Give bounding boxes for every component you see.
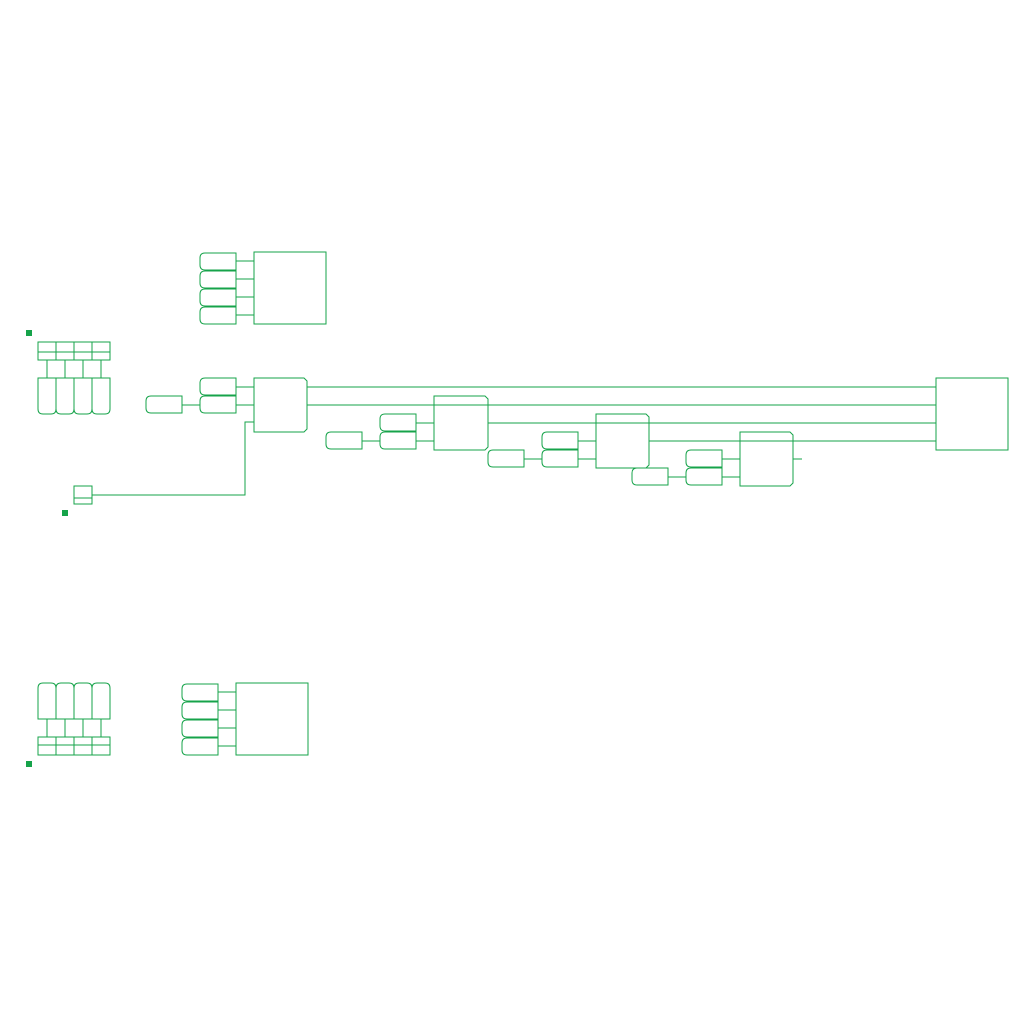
pin-tab (685, 467, 723, 486)
pin-tab (199, 306, 237, 325)
pin-tab (37, 377, 57, 415)
stage-4 (631, 431, 802, 487)
marker (26, 761, 32, 767)
stage-3 (487, 413, 650, 469)
input-tab (631, 467, 669, 486)
pin-tab (73, 682, 93, 720)
switch-body (73, 485, 93, 505)
input-tab (487, 449, 525, 468)
connector-top-left (26, 330, 111, 415)
pin-tab (55, 682, 75, 720)
pin-tab (37, 682, 57, 720)
block (433, 395, 489, 451)
pin-tab (91, 377, 111, 415)
connector-bottom-left (26, 682, 111, 767)
pin-tab (199, 377, 237, 396)
pin-tab (73, 377, 93, 415)
block (253, 377, 308, 433)
pin-tab (91, 682, 111, 720)
pin-tab (55, 377, 75, 415)
top-block-group (199, 251, 327, 325)
input-tab (145, 395, 183, 414)
input-tab (325, 431, 363, 450)
pin-tab (379, 413, 417, 432)
marker (62, 510, 68, 516)
block (739, 431, 794, 487)
small-switch (62, 421, 254, 516)
pin-tab (181, 719, 219, 738)
stage-1 (145, 377, 308, 433)
pin-tab (379, 431, 417, 450)
pin-tab (541, 431, 579, 450)
pin-tab (199, 288, 237, 307)
pin-tab (199, 395, 237, 414)
block (595, 413, 650, 469)
marker (26, 330, 32, 336)
pin-tab (199, 252, 237, 271)
pin-tab (181, 683, 219, 702)
pin-tab (199, 270, 237, 289)
block (235, 682, 309, 756)
pin-tab (181, 737, 219, 756)
pin-tab (541, 449, 579, 468)
buses (307, 386, 936, 442)
terminal-block (935, 377, 1009, 451)
pin-tab (685, 449, 723, 468)
pin-tab (181, 701, 219, 720)
bottom-block-group (181, 682, 309, 756)
stage-2 (325, 395, 489, 451)
block (253, 251, 327, 325)
wire (92, 421, 254, 496)
